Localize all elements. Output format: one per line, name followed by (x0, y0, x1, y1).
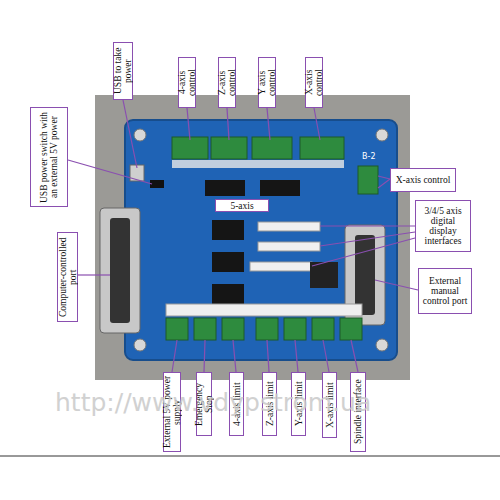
mount-hole (134, 339, 146, 351)
callout-text: X-axis control (304, 58, 324, 107)
leader-line (68, 160, 152, 184)
callout-text: 4-axis control (177, 58, 197, 107)
callout-text: USB to take power (113, 43, 133, 99)
rule-line (0, 456, 500, 457)
callout-box: Z-axis control (218, 57, 236, 108)
silk-strip (172, 160, 344, 168)
ic-chip (212, 220, 244, 240)
callout-text: 5-axis (230, 201, 253, 211)
header-row (166, 304, 362, 316)
leader-line (378, 179, 390, 188)
callout-text: USB power switch with an external 5V pow… (39, 108, 59, 206)
terminal-block (194, 318, 216, 340)
db15-socket (355, 235, 375, 315)
mount-hole (376, 129, 388, 141)
leader-line (320, 232, 415, 246)
db25-socket (110, 218, 130, 323)
ic-chip (260, 180, 300, 196)
callout-text: X-axis control (396, 175, 451, 185)
callout-box: X-axis control (305, 57, 323, 108)
leader-line (314, 108, 320, 140)
mount-hole (134, 129, 146, 141)
callout-text: Z-axis control (217, 58, 237, 107)
mount-hole (376, 339, 388, 351)
leader-line (295, 340, 298, 372)
terminal-block (300, 137, 344, 159)
terminal-block (256, 318, 278, 340)
leader-line (312, 238, 415, 266)
pcb-board (125, 120, 397, 360)
terminal-block (222, 318, 244, 340)
leader-line (323, 340, 329, 372)
leader-line (267, 340, 269, 372)
photo-surface (95, 95, 410, 380)
leader-line (204, 340, 205, 372)
leader-line (123, 100, 137, 168)
terminal-block (211, 137, 247, 159)
callout-text: 3/4/5 axis digital display interfaces (416, 206, 470, 246)
watermark: http://www.vdypstrom.ua (55, 388, 371, 417)
terminal-block (166, 318, 188, 340)
callout-box: Computer-controlled port (57, 232, 78, 322)
terminal-block (172, 137, 208, 159)
callout-box: Y axis control (258, 57, 276, 108)
callout-box: External manual control port (418, 268, 472, 314)
terminal-block (252, 137, 292, 159)
callout-text: Computer-controlled port (58, 233, 78, 321)
board-marking: B-2 (362, 152, 375, 161)
leader-line (227, 108, 229, 140)
callout-box: 5-axis (215, 199, 269, 212)
callout-text: External manual control port (419, 276, 471, 306)
leader-line (267, 108, 270, 140)
leader-line (375, 280, 418, 290)
callout-box: USB power switch with an external 5V pow… (30, 107, 68, 207)
leader-line (172, 340, 177, 372)
leader-line (187, 108, 190, 140)
ic-chip (212, 252, 244, 272)
terminal-block (340, 318, 362, 340)
terminal-block (358, 166, 378, 194)
ic-chip (212, 284, 244, 304)
callout-box: X-axis control (390, 168, 456, 192)
display-header (258, 242, 320, 251)
leader-line (351, 340, 358, 372)
callout-box: 4-axis control (178, 57, 196, 108)
terminal-block (284, 318, 306, 340)
leader-line (320, 225, 415, 226)
ic-chip (205, 180, 245, 196)
leader-line (378, 176, 390, 179)
bottom-terminals (166, 318, 362, 340)
power-switch (150, 180, 164, 188)
terminal-block (312, 318, 334, 340)
callout-text: Y axis control (257, 58, 277, 107)
callout-box: 3/4/5 axis digital display interfaces (415, 200, 471, 252)
leader-line (78, 274, 110, 275)
leader-lines (68, 100, 418, 372)
callout-box: USB to take power (113, 42, 133, 100)
display-header (250, 262, 312, 271)
db25-connector (100, 208, 140, 333)
display-header (258, 222, 320, 231)
leader-line (233, 340, 236, 372)
